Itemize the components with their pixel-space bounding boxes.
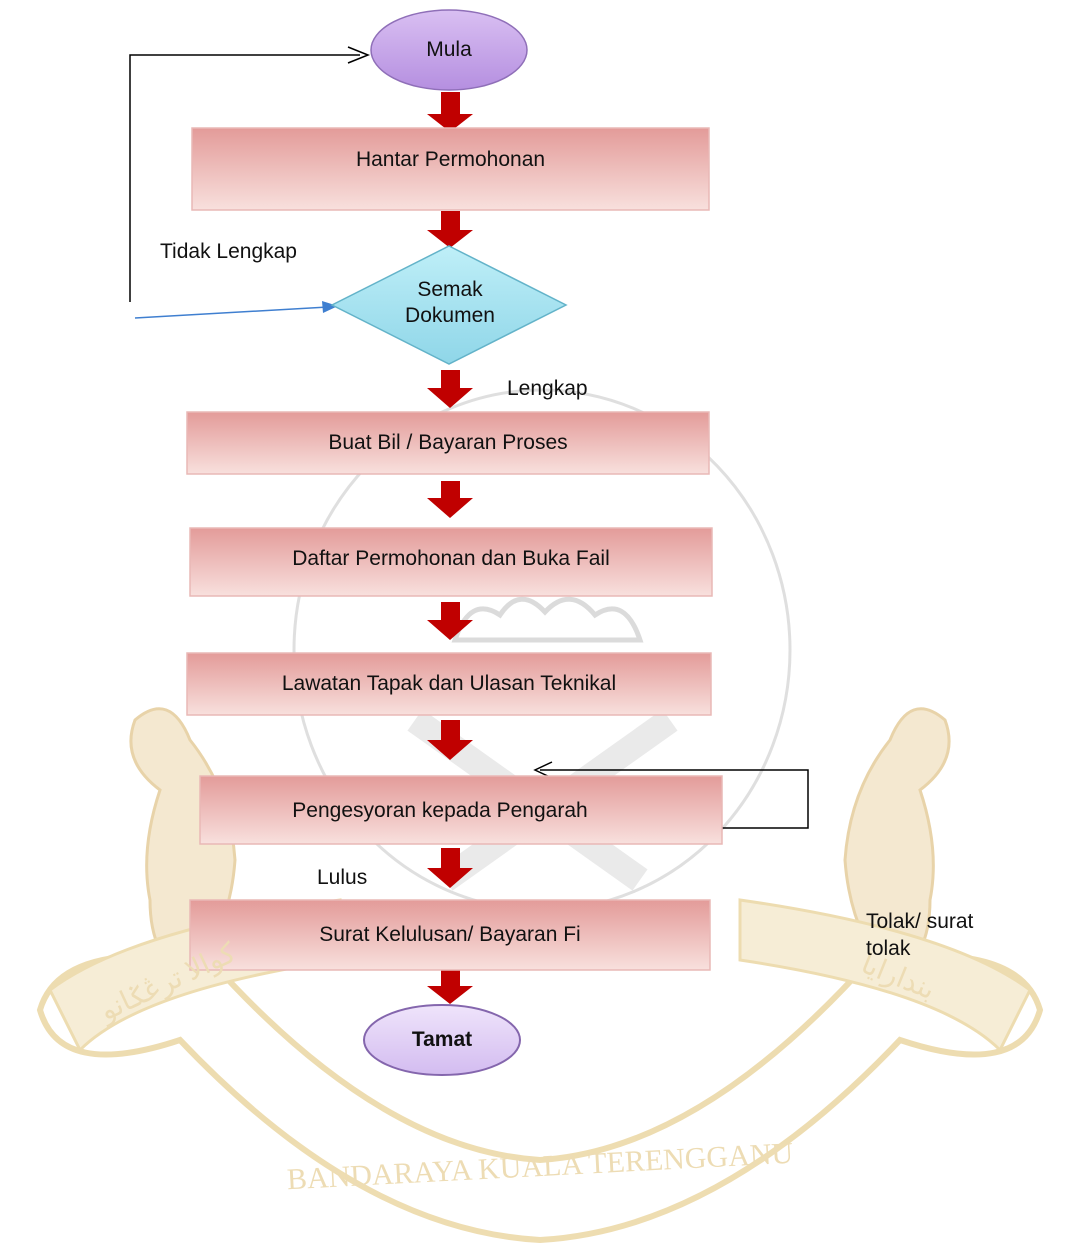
rejected-label-line-1: Tolak/ surat: [866, 910, 974, 933]
rejected-label-line-2: tolak: [866, 937, 911, 961]
start-terminal: [370, 9, 528, 91]
approval-label: Surat Kelulusan/ Bayaran Fi: [319, 922, 581, 946]
decision-diamond: [330, 245, 568, 365]
complete-label: Lengkap: [507, 377, 588, 400]
box-register: [189, 527, 713, 597]
incomplete-label: Tidak Lengkap: [160, 240, 297, 263]
right-tiger: [843, 707, 951, 982]
process-boxes: [186, 127, 723, 971]
box-visit: [186, 652, 712, 716]
visit-label: Lawatan Tapak dan Ulasan Teknikal: [281, 671, 617, 695]
check-label-line-2: Dokumen: [405, 304, 495, 327]
recommend-label: Pengesyoran kepada Pengarah: [292, 798, 588, 822]
check-label-line-1: Semak: [417, 277, 483, 301]
box-submit: [191, 127, 710, 211]
motto-scroll: [36, 952, 1044, 1244]
arrow-4: [427, 481, 473, 518]
arrow-3: [427, 370, 473, 408]
box-bill: [186, 411, 710, 475]
red-arrows: [427, 92, 473, 1004]
register-label: Daftar Permohonan dan Buka Fail: [292, 546, 610, 570]
approved-label: Lulus: [317, 866, 368, 889]
right-scroll-band: [738, 898, 1032, 1053]
arrow-1: [427, 92, 473, 132]
end-label: Tamat: [411, 1027, 473, 1051]
start-label: Mula: [426, 37, 472, 61]
arrow-8: [427, 968, 473, 1004]
check-label: Semak Dokumen: [380, 268, 520, 338]
arrow-7: [427, 848, 473, 888]
box-recommend: [199, 775, 723, 845]
rejected-label: Tolak/ surat tolak: [866, 908, 973, 963]
arrow-2: [427, 211, 473, 248]
crown-shape: [451, 596, 644, 643]
end-terminal: [363, 1004, 521, 1076]
arrow-5: [427, 602, 473, 640]
submit-label: Hantar Permohonan: [355, 147, 546, 171]
arrow-6: [427, 720, 473, 760]
edge-incomplete: [129, 46, 371, 319]
bill-label: Buat Bil / Bayaran Proses: [328, 430, 568, 454]
box-approval: [189, 899, 711, 971]
